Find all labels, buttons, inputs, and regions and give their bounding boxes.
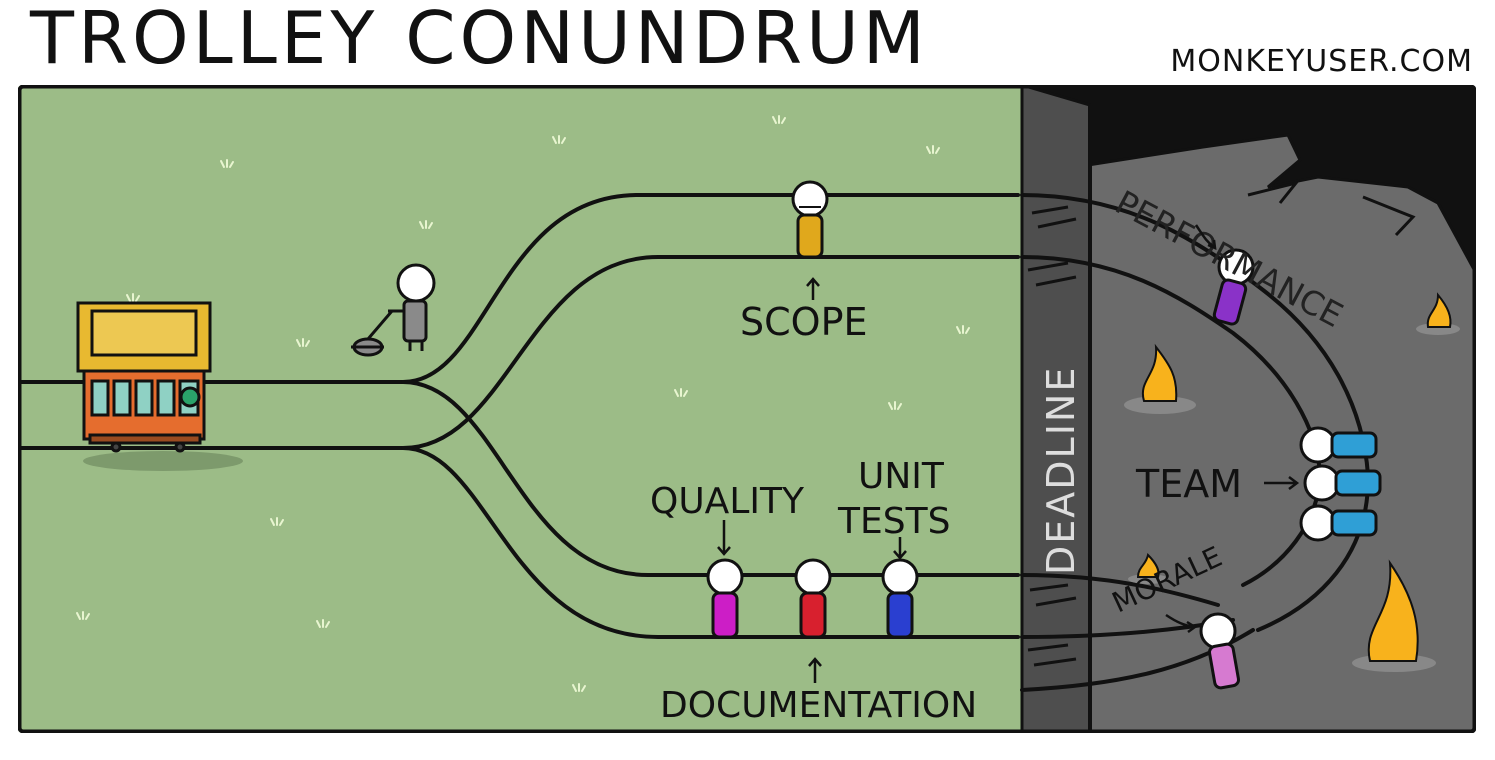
- unit-tests-person: [881, 558, 919, 639]
- comic-scene: SCOPE QUALITY UNIT TESTS DOCUMENTATION D…: [18, 85, 1476, 733]
- deadline-label: DEADLINE: [1039, 366, 1083, 575]
- comic-panel: SCOPE QUALITY UNIT TESTS DOCUMENTATION D…: [18, 85, 1476, 733]
- tests-label: TESTS: [837, 501, 950, 542]
- scope-person: [791, 180, 829, 259]
- trolley-icon[interactable]: [76, 301, 212, 453]
- train-tracks: [18, 193, 1371, 692]
- team-people: [1299, 426, 1382, 542]
- morale-person: [1199, 612, 1241, 690]
- documentation-label: DOCUMENTATION: [660, 685, 977, 726]
- performance-person: [1212, 248, 1255, 326]
- ruined-ground: [1086, 133, 1476, 733]
- unit-label: UNIT: [858, 456, 945, 497]
- person-icon: [388, 263, 436, 351]
- quality-person: [706, 558, 744, 639]
- quality-label: QUALITY: [650, 481, 805, 522]
- lever-icon[interactable]: [351, 310, 394, 357]
- label-arrows: [717, 224, 1300, 683]
- trolley-shadow: [83, 451, 243, 471]
- team-label: TEAM: [1135, 462, 1242, 506]
- panel-border: [18, 85, 1476, 733]
- documentation-person: [794, 558, 832, 639]
- scope-label: SCOPE: [740, 300, 868, 344]
- comic-title: TROLLEY CONUNDRUM: [30, 0, 929, 80]
- fire-icon: [1124, 292, 1460, 672]
- site-url[interactable]: MONKEYUSER.COM: [1170, 44, 1473, 79]
